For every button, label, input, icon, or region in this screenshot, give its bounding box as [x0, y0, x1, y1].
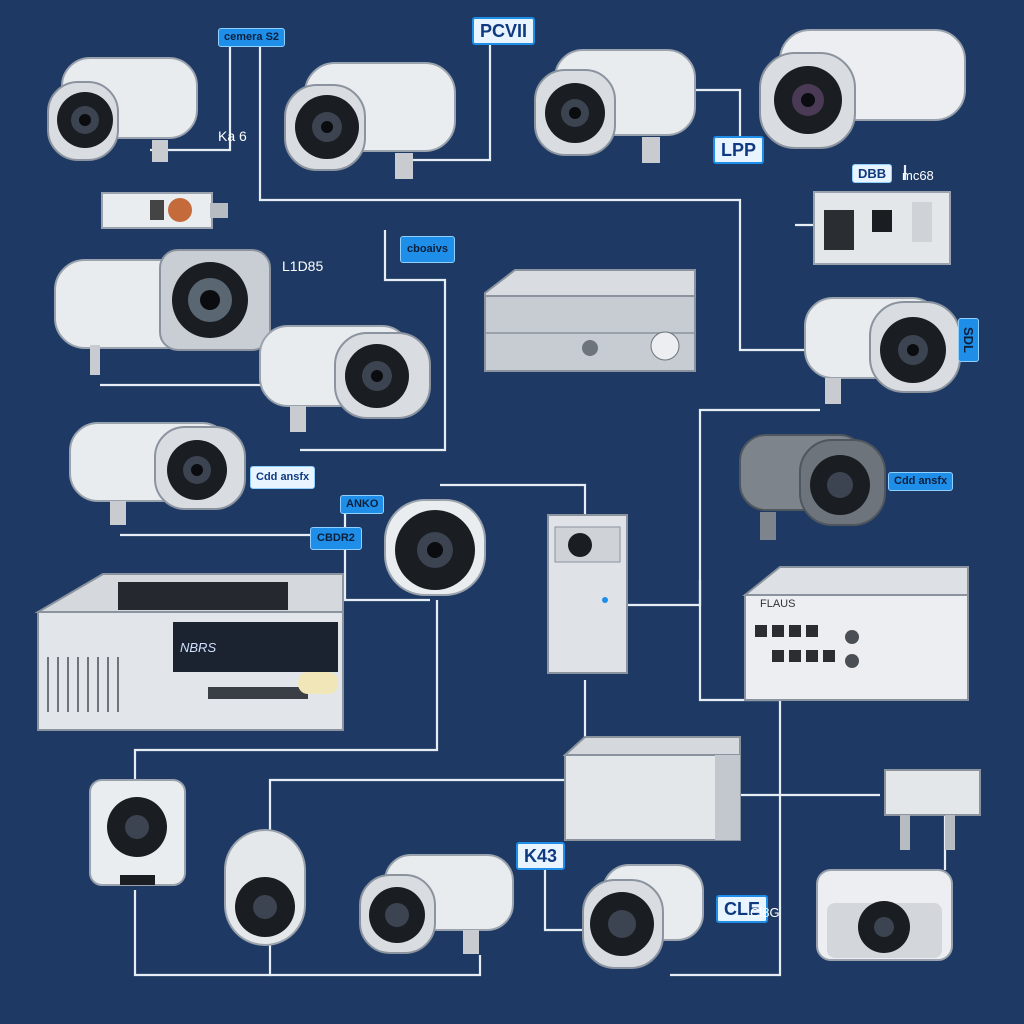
- label-cle: CLE: [716, 895, 768, 923]
- bullet-camera-2: [284, 62, 456, 179]
- label-lpp: LPP: [713, 136, 765, 164]
- label-mc68: mc68: [902, 168, 934, 183]
- label-cdd: Cdd ansfx: [250, 466, 316, 489]
- label-pcvii: PCVII: [472, 17, 536, 45]
- label-sdl-vertical: SDL: [958, 318, 979, 362]
- label-camera-s2: cemera S2: [218, 28, 286, 47]
- power-supply-box: [562, 736, 741, 841]
- cube-camera: [89, 779, 186, 886]
- switch-brand-label: FLAUS: [760, 598, 796, 610]
- front-camera-center: [384, 499, 486, 596]
- bullet-camera-3: [534, 49, 696, 163]
- bullet-camera-5: [54, 249, 271, 375]
- connector-module-left: [101, 192, 228, 229]
- bullet-camera-11: [582, 864, 704, 969]
- label-anko: ANKO: [340, 495, 385, 514]
- label-cl8g: Cl8G: [750, 905, 780, 920]
- label-dbb: DBB: [852, 164, 893, 183]
- control-unit-center: [547, 514, 628, 674]
- bullet-camera-6: [259, 325, 431, 432]
- nvr-recorder-top: [484, 269, 696, 372]
- bullet-camera-7: [69, 422, 246, 525]
- housing-camera: [816, 869, 953, 961]
- label-ka6: Ka 6: [218, 128, 247, 144]
- bullet-camera-8: [804, 297, 961, 404]
- connector-module-right: [813, 191, 951, 265]
- label-l1d85: L1D85: [282, 258, 324, 274]
- bullet-camera-10: [359, 854, 514, 954]
- dome-camera: [224, 829, 306, 946]
- dvr-brand-label: NBRS: [180, 640, 217, 655]
- dvr-recorder-left: [34, 573, 344, 731]
- bullet-camera-9-dark: [739, 434, 886, 540]
- label-k43: K43: [516, 842, 566, 870]
- label-cbdr2: CBDR2: [310, 527, 362, 550]
- bullet-camera-1: [47, 57, 198, 162]
- bullet-camera-4: [759, 29, 966, 149]
- junction-box: [884, 769, 981, 850]
- label-sdo-right: Cdd ansfx: [888, 472, 954, 491]
- switch-box-right: [742, 566, 969, 701]
- label-cboaivs: cboaivs: [400, 236, 455, 263]
